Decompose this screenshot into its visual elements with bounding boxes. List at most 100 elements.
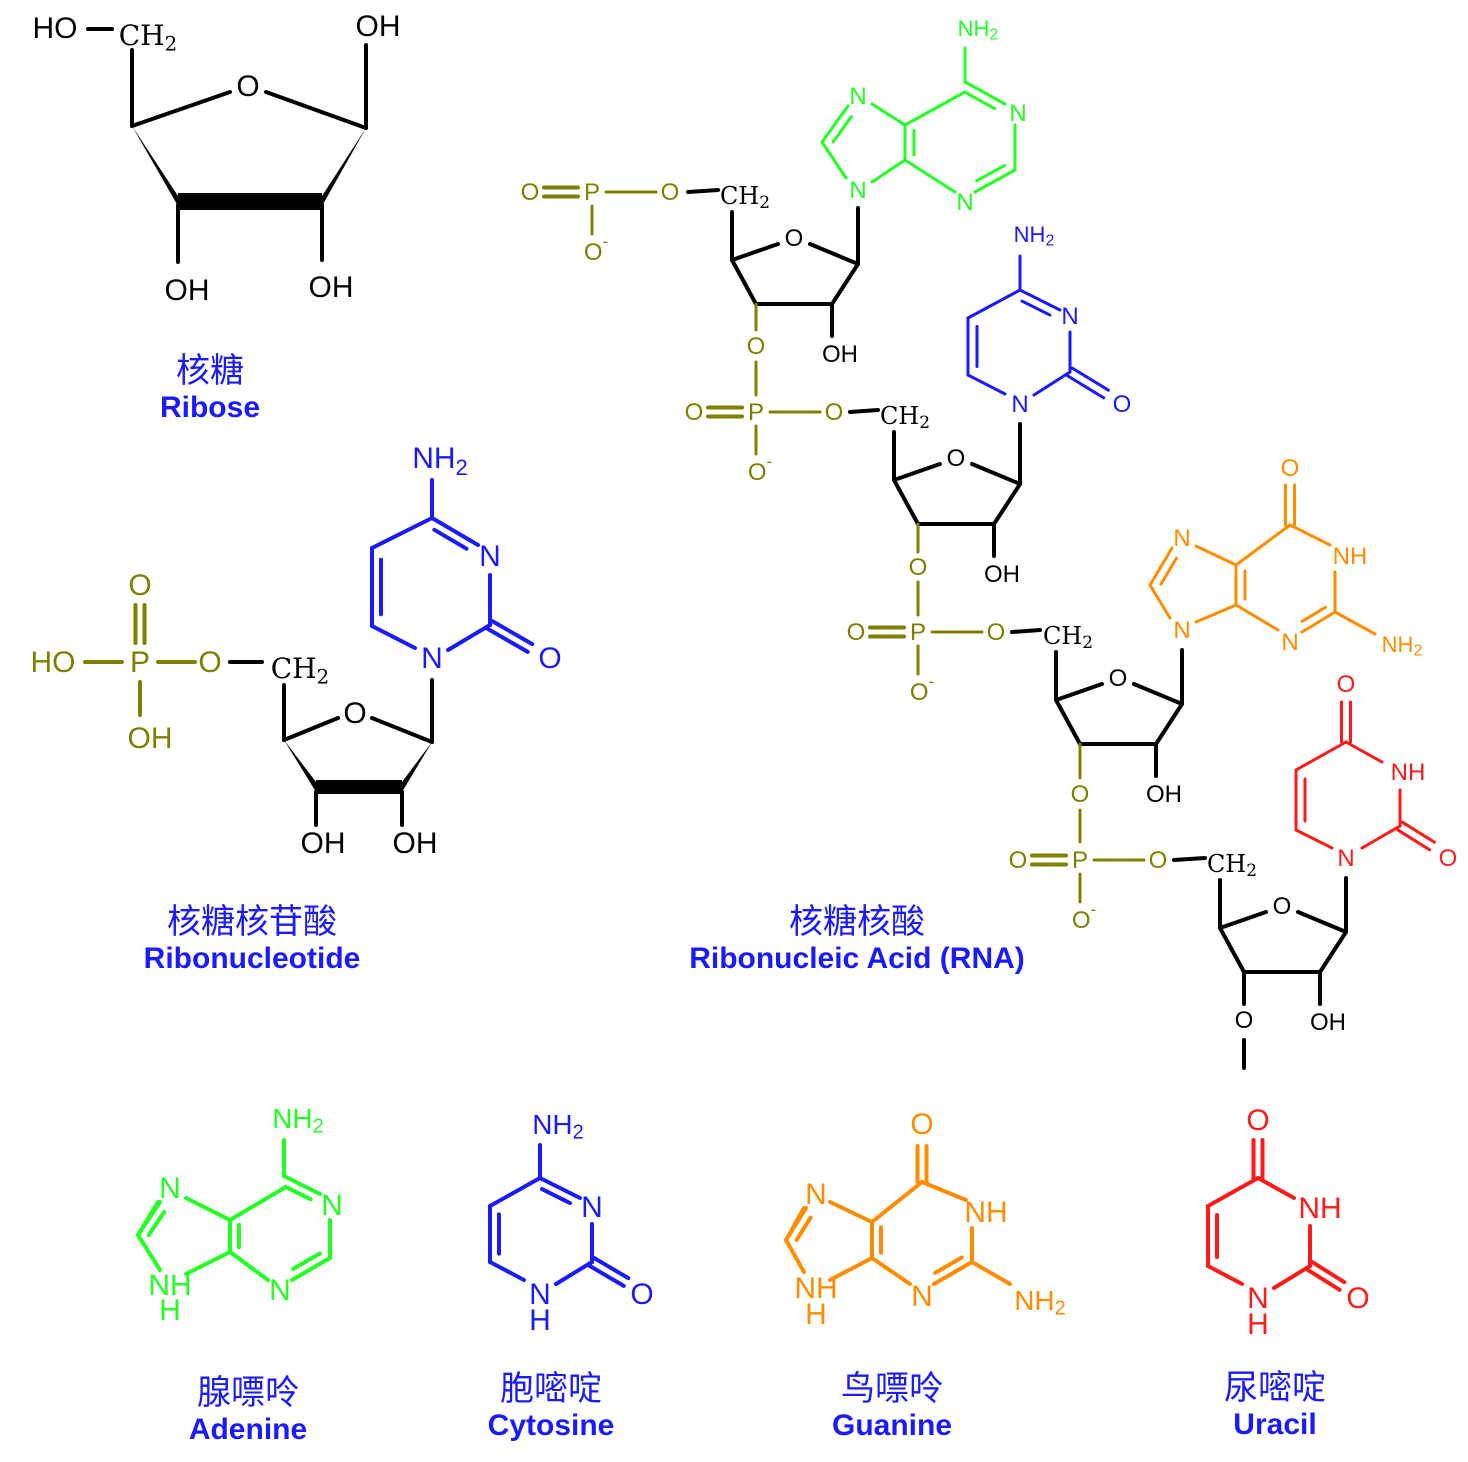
bond-line [488,1260,526,1282]
bond-line [933,1255,964,1275]
wedge-bond [402,742,432,792]
atom-label: O [987,619,1006,646]
bond-line [966,288,1022,320]
bond-line [282,716,340,742]
atom-label: NH [794,1272,837,1305]
atom-label: NH [1298,1192,1341,1225]
atom-label: N [911,1280,933,1313]
atom-label: CH2 [1207,850,1257,881]
bond-line [830,262,860,306]
bond-line [1206,1264,1244,1286]
bond-line [1234,523,1292,567]
bond-line [730,242,780,262]
bond-line [1206,1176,1260,1208]
bond-line [892,462,942,482]
atom-label: P [130,646,150,679]
atom-label: N [956,189,973,216]
bond-line [490,619,535,647]
bond-line [920,1180,968,1202]
atom-label: N [581,1191,603,1224]
atom-label: N [421,642,443,675]
atom-label: O [1009,847,1028,874]
caption-guanine-en: Guanine [831,1409,953,1443]
caption-ribonucleotide-zh: 核糖核苷酸 [166,902,337,942]
caption-adenine-zh: 腺嘌呤 [196,1373,299,1413]
bond-line [730,258,758,306]
atom-label: O [1113,391,1132,418]
atom-label: NH [964,1196,1007,1229]
bond-line [970,1260,1012,1286]
caption-uracil-en: Uracil [1233,1408,1317,1442]
bond-line [1234,603,1280,632]
atom-label: N [1337,845,1354,872]
caption-ribose-zh: 核糖 [176,351,244,391]
atom-label: HO [33,12,78,45]
caption-ribose: 核糖 Ribose [160,351,260,426]
atom-label: O [1281,455,1300,482]
bond-line [1272,1264,1312,1290]
atom-label: O [1346,1282,1369,1315]
atom-label: N [1011,391,1028,418]
bond-line [1172,856,1207,862]
bond-line [228,1186,286,1222]
atom-label: N [1173,525,1190,552]
caption-rna-en: Ribonucleic Acid (RNA) [689,942,1025,976]
bond-line [1194,544,1238,567]
atom-label: O [521,179,540,206]
bond-line [848,408,880,414]
bond-line [1294,828,1334,850]
atom-label: N [1173,617,1190,644]
atom-label: O [343,697,366,730]
bond-lines [83,27,1436,1292]
atom-label: N [529,1278,551,1311]
bond-line [965,91,997,111]
atom-label: OH [309,271,354,304]
atom-label: NH [1391,759,1426,786]
atom-label: O [1337,671,1356,698]
bond-line [1333,610,1377,636]
bond-line [1010,628,1042,634]
atom-label: CH2 [1043,622,1093,653]
bond-line [1018,288,1062,312]
atom-label: O [1071,781,1090,808]
bond-line [1218,926,1246,974]
bond-line [1132,682,1184,706]
bond-line [828,1200,874,1224]
bond-line [370,624,417,650]
atom-label: OH [1310,1009,1346,1036]
atom-label: O [685,399,704,426]
bond-line [1148,546,1174,587]
atom-label: OH [393,827,438,860]
bond-line [784,1206,808,1242]
atom-label: O [847,619,866,646]
bond-line [1194,603,1238,624]
atom-label: O [236,70,259,103]
bond-line [1154,702,1184,746]
bond-line [1066,374,1106,400]
atom-label: NH2 [958,16,999,44]
atom-label: N [849,83,866,110]
atom-label: OH [301,827,346,860]
bond-line [963,80,1007,106]
bond-line [808,242,860,266]
bond-line [1400,820,1436,844]
bond-line [932,1260,974,1286]
bond-line [592,1256,631,1281]
atom-label: P [748,399,764,426]
atom-label: CH2 [271,652,330,689]
atom-label: NH [1333,543,1368,570]
bond-line [282,1174,322,1196]
bond-line [831,115,853,144]
bond-line [136,1233,162,1272]
atom-label: NH2 [412,442,468,480]
atom-label: OH [165,274,210,307]
atom-label: O [785,225,804,252]
atom-label: N [321,1189,343,1222]
bond-line [973,168,1017,194]
bond-line [975,163,1007,183]
atom-label: H [1247,1308,1269,1341]
atom-label: N [269,1274,291,1307]
atom-label: O [910,1108,933,1141]
atom-label: O [747,333,766,360]
